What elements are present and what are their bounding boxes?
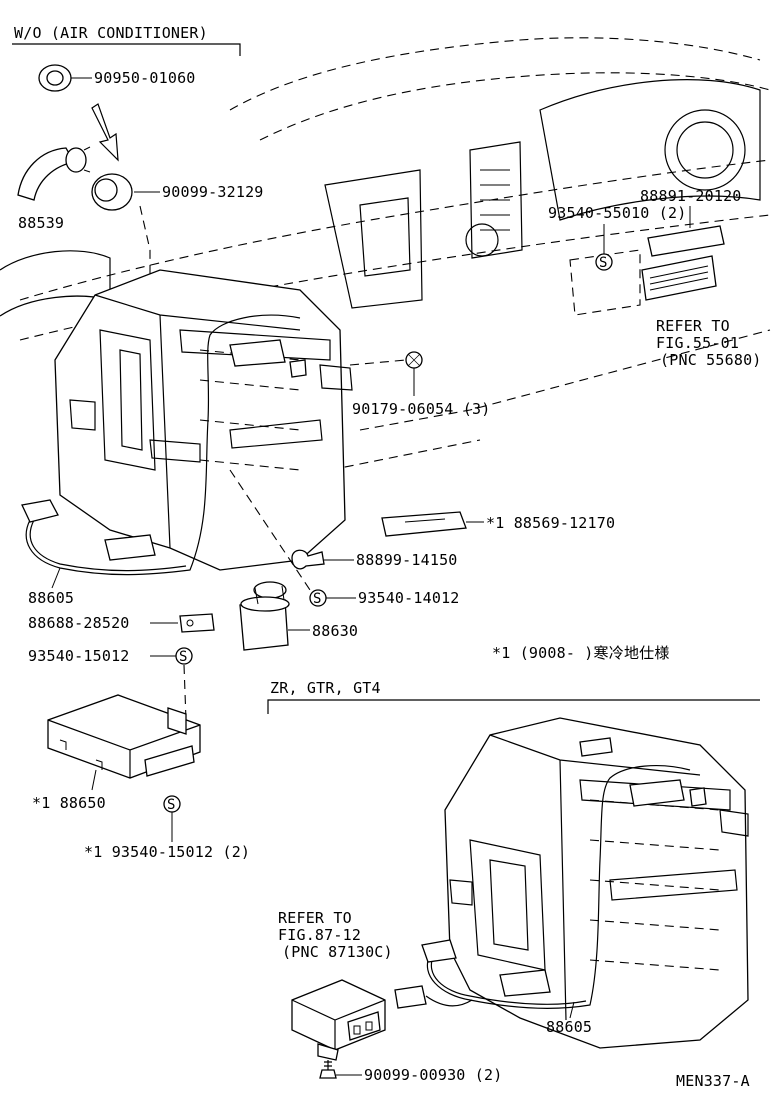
header-without-ac: W/O (AIR CONDITIONER) — [14, 24, 208, 42]
part-label-88688-28520[interactable]: 88688-28520 — [28, 614, 130, 632]
direction-arrow — [91, 103, 119, 162]
svg-text:S: S — [167, 797, 176, 813]
part-label-90099-32129[interactable]: 90099-32129 — [162, 183, 264, 201]
part-label-88605-top[interactable]: 88605 — [28, 589, 74, 607]
part-label-93540-55010[interactable]: 93540-55010 (2) — [548, 204, 686, 222]
svg-text:S: S — [599, 255, 608, 271]
grommet-part[interactable] — [38, 64, 72, 92]
part-label-90099-00930[interactable]: 90099-00930 (2) — [364, 1066, 502, 1084]
svg-text:S: S — [313, 591, 322, 607]
screw-93540-15012[interactable]: S — [175, 647, 193, 665]
leader-88605-top — [51, 567, 61, 589]
svg-text:REFER TO: REFER TO — [278, 909, 352, 927]
part-label-90179-06054[interactable]: 90179-06054 (3) — [352, 400, 490, 418]
part-label-88891-20120[interactable]: 88891-20120 — [640, 187, 742, 205]
part-label-93540-14012[interactable]: 93540-14012 — [358, 589, 460, 607]
header-bracket — [12, 43, 241, 56]
module-87130c[interactable] — [291, 979, 386, 1061]
part-label-93540-15012-2[interactable]: *1 93540-15012 (2) — [84, 843, 250, 861]
svg-text:S: S — [179, 649, 188, 665]
refer-note-55-01[interactable]: REFER TO FIG.55-01 (PNC 55680) — [656, 317, 762, 369]
screw-90099-00930[interactable] — [319, 1060, 337, 1079]
svg-text:(PNC 55680): (PNC 55680) — [660, 351, 762, 369]
heater-unit-lower[interactable] — [444, 717, 749, 1049]
computer-88650[interactable] — [47, 694, 201, 779]
part-label-88899-14150[interactable]: 88899-14150 — [356, 551, 458, 569]
svg-text:(PNC 87130C): (PNC 87130C) — [282, 943, 393, 961]
part-label-88650[interactable]: *1 88650 — [32, 794, 106, 812]
leader-88605-bottom — [569, 1001, 575, 1019]
sensor-88569[interactable] — [381, 511, 467, 537]
leader-88650 — [91, 769, 97, 791]
screw-93540-55010[interactable]: S — [595, 253, 613, 271]
part-label-93540-15012[interactable]: 93540-15012 — [28, 647, 130, 665]
refer-note-87-12[interactable]: REFER TO FIG.87-12 (PNC 87130C) — [278, 909, 393, 961]
part-label-88630[interactable]: 88630 — [312, 622, 358, 640]
dash-leader-14012 — [229, 469, 311, 591]
hose-part[interactable] — [17, 146, 91, 201]
clamp-88899[interactable] — [291, 549, 325, 570]
plug-grommet-part[interactable] — [91, 173, 133, 211]
part-label-88539[interactable]: 88539 — [18, 214, 64, 232]
part-label-90950-01060[interactable]: 90950-01060 — [94, 69, 196, 87]
bracket-88688[interactable] — [179, 613, 215, 633]
part-label-88605-bottom[interactable]: 88605 — [546, 1018, 592, 1036]
clip-90179[interactable] — [405, 351, 423, 369]
figure-code: MEN337-A — [676, 1072, 750, 1090]
heater-unit-main[interactable] — [54, 269, 353, 571]
svg-text:FIG.55-01: FIG.55-01 — [656, 334, 739, 352]
actuator-88630[interactable] — [239, 581, 290, 651]
svg-text:FIG.87-12: FIG.87-12 — [278, 926, 361, 944]
svg-text:REFER TO: REFER TO — [656, 317, 730, 335]
screw-93540-14012[interactable]: S — [309, 589, 327, 607]
wire-harness-bottom[interactable] — [394, 737, 707, 1009]
footnote-cold-region: *1 (9008- )寒冷地仕様 — [492, 644, 670, 662]
dashboard-outline — [0, 37, 771, 471]
header-grades: ZR, GTR, GT4 — [270, 679, 381, 697]
part-label-88569-12170[interactable]: *1 88569-12170 — [486, 514, 615, 532]
screw-93540-15012-2[interactable]: S — [163, 795, 181, 813]
amplifier-88891[interactable] — [641, 225, 725, 301]
grades-bracket — [267, 699, 760, 714]
dash-leader-grommet — [139, 205, 151, 290]
dash-leader-90179 — [349, 359, 407, 366]
dash-leader-15012 — [183, 664, 187, 721]
